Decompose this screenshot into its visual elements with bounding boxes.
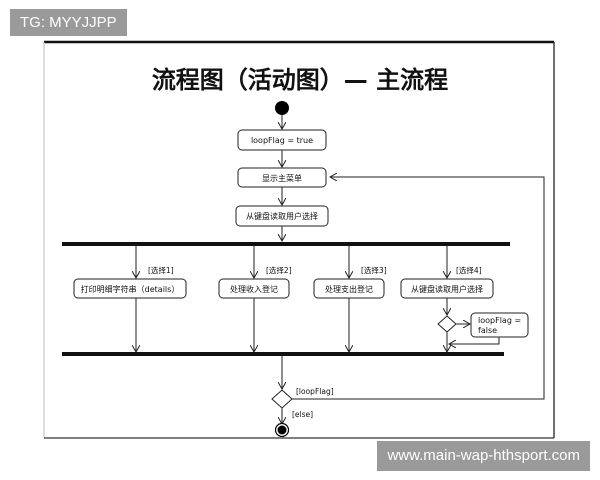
fork-bar bbox=[62, 242, 510, 246]
node-print-details bbox=[73, 278, 187, 299]
tg-tag: TG: MYYJJPP bbox=[10, 9, 127, 36]
node-set-loopflag-false-line1: loopFlag = bbox=[478, 316, 521, 325]
site-watermark: www.main-wap-hthsport.com bbox=[377, 441, 590, 471]
end-node bbox=[277, 425, 287, 435]
node-menu-label: 显示主菜单 bbox=[262, 173, 302, 183]
decision-confirm-exit bbox=[437, 315, 457, 333]
node-read-choice-2-label: 从键盘读取用户选择 bbox=[411, 284, 483, 294]
node-income-label: 处理收入登记 bbox=[230, 284, 278, 294]
node-read-choice-label: 从键盘读取用户选择 bbox=[246, 211, 318, 221]
diagram-title: 流程图（活动图）— 主流程 bbox=[152, 66, 448, 94]
guard-loopflag: [loopFlag] bbox=[296, 387, 334, 396]
node-expense-label: 处理支出登记 bbox=[325, 284, 373, 294]
guard-choice-4: [选择4] bbox=[456, 265, 482, 275]
join-bar bbox=[62, 352, 504, 356]
start-node bbox=[275, 101, 289, 115]
node-print-details-label: 打印明细字符串（details） bbox=[81, 284, 180, 294]
guard-choice-1: [选择1] bbox=[148, 265, 174, 275]
decision-loopflag bbox=[271, 389, 293, 409]
guard-choice-3: [选择3] bbox=[361, 265, 387, 275]
flow-loop-back-to-menu bbox=[292, 177, 545, 400]
flow-setfalse-to-merge bbox=[449, 337, 500, 344]
guard-else: [else] bbox=[292, 410, 313, 419]
node-init-label: loopFlag = true bbox=[251, 136, 313, 145]
guard-choice-2: [选择2] bbox=[266, 265, 292, 275]
node-set-loopflag-false-line2: false bbox=[478, 326, 497, 335]
